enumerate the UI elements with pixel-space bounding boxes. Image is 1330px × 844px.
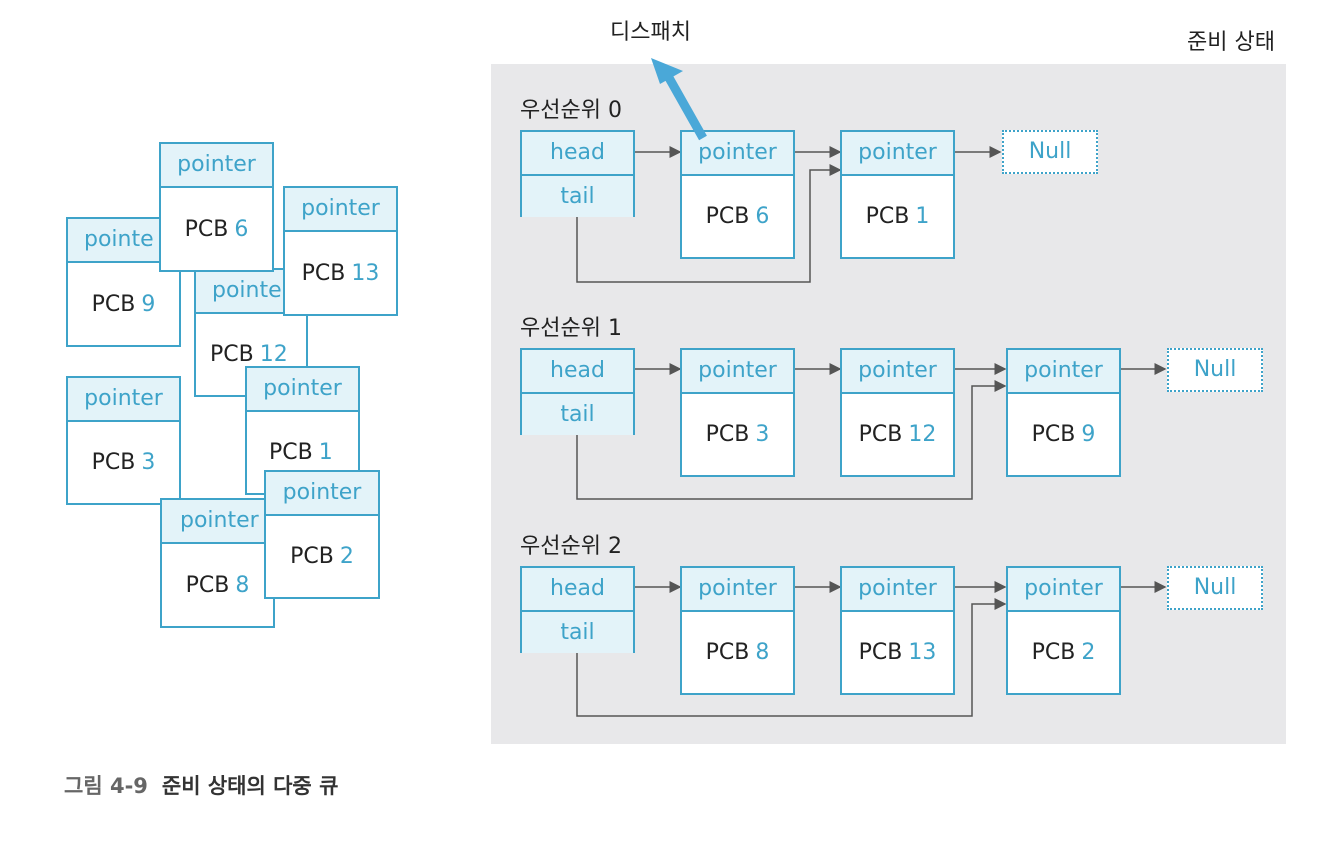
pointer-cell: pointer [1008,568,1119,612]
queue2-label: 우선순위 2 [520,534,622,559]
pointer-cell: pointer [285,188,396,232]
queue1-links [576,363,1167,500]
pointer-cell: pointer [842,568,953,612]
queue2-head-tail: head tail [520,566,635,653]
queue2-links [576,581,1167,717]
pointer-cell: pointer [161,144,272,188]
pointer-cell: pointer [682,568,793,612]
pointer-cell: pointer [247,368,358,412]
figure-number: 그림 4-9 [64,774,148,798]
queue2-null: Null [1167,566,1263,610]
head-cell: head [522,132,633,176]
pointer-cell: pointer [68,378,179,422]
queue1-head-tail: head tail [520,348,635,435]
pointer-cell: pointer [682,132,793,176]
head-cell: head [522,568,633,612]
pointer-cell: pointer [682,350,793,394]
queue0-head-tail: head tail [520,130,635,217]
head-cell: head [522,350,633,394]
pointer-cell: pointer [266,472,378,516]
queue1-label: 우선순위 1 [520,316,622,341]
queue0-null: Null [1002,130,1098,174]
ready-state-label: 준비 상태 [1187,30,1275,55]
pointer-cell: pointer [842,132,953,176]
pointer-cell: pointer [162,500,273,544]
pointer-cell: pointer [1008,350,1119,394]
queue0-label: 우선순위 0 [520,98,622,123]
figure-caption: 그림 4-9 준비 상태의 다중 큐 [64,770,338,800]
pointer-cell: pointer [842,350,953,394]
tail-cell: tail [522,176,633,217]
dispatch-label: 디스패치 [610,20,691,45]
figure-title: 준비 상태의 다중 큐 [161,774,339,798]
queue1-null: Null [1167,348,1263,392]
queue0-links [576,146,1002,283]
tail-cell: tail [522,394,633,435]
tail-cell: tail [522,612,633,653]
